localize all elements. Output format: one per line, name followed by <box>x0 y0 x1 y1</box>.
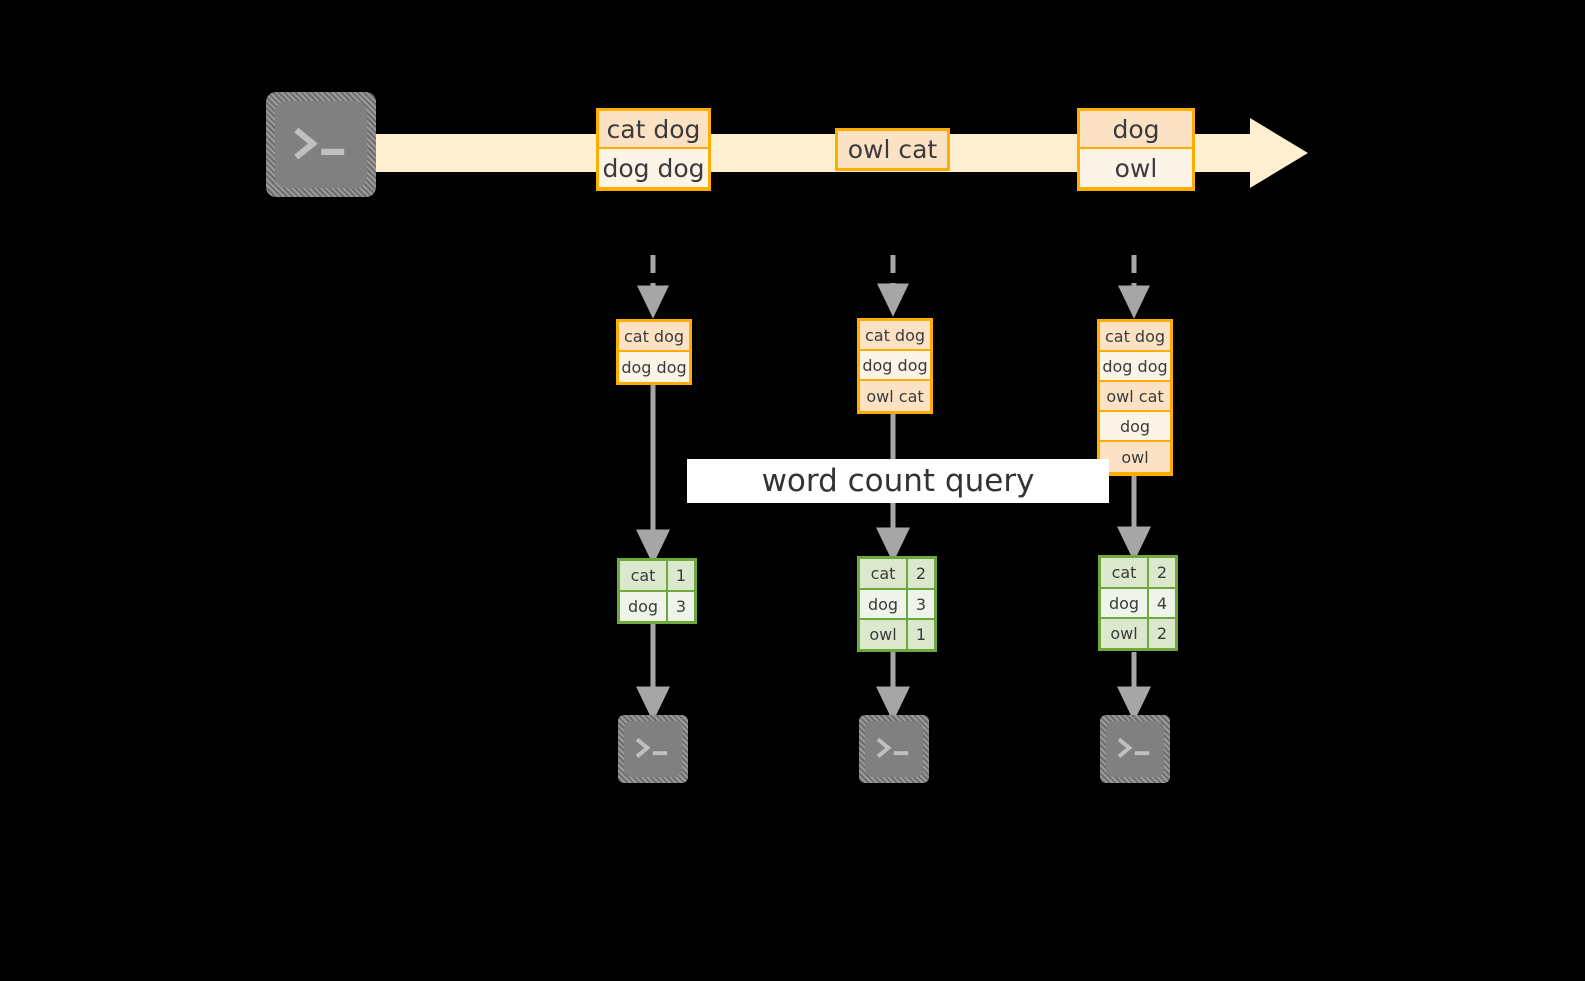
stream-record: owl cat <box>838 131 947 168</box>
table-row: cat 1 <box>620 561 694 592</box>
query-arrowhead-2 <box>876 527 910 563</box>
accumulated-record: owl cat <box>860 381 930 411</box>
table-row: owl 2 <box>1101 619 1175 649</box>
accumulated-stack-2: cat dog dog dog owl cat <box>857 318 933 414</box>
sink-arrowhead-2 <box>876 686 910 722</box>
table-row: cat 2 <box>860 559 934 590</box>
word-count-table-1: cat 1 dog 3 <box>617 558 697 624</box>
query-arrowhead-3 <box>1117 526 1151 562</box>
count-cell: 2 <box>1149 558 1175 587</box>
accumulated-record: dog <box>1100 412 1170 442</box>
word-cell: owl <box>1101 619 1149 649</box>
stream-record: dog dog <box>599 149 708 187</box>
terminal-prompt-icon <box>294 127 344 160</box>
count-cell: 3 <box>668 592 694 621</box>
accumulated-stack-1: cat dog dog dog <box>616 319 692 385</box>
word-cell: owl <box>860 620 908 650</box>
stream-record: dog <box>1080 111 1192 149</box>
accumulated-record: dog dog <box>619 352 689 382</box>
query-label: word count query <box>687 459 1109 503</box>
table-row: dog 4 <box>1101 588 1175 620</box>
query-arrowhead-1 <box>636 529 670 565</box>
word-cell: dog <box>620 592 668 621</box>
query-label-text: word count query <box>761 463 1035 499</box>
source-terminal-icon <box>266 92 376 197</box>
terminal-prompt-icon <box>635 738 668 759</box>
accumulated-record: owl cat <box>1100 382 1170 412</box>
accumulated-record: cat dog <box>860 321 930 351</box>
dashed-down-arrowhead-2 <box>877 283 909 317</box>
word-cell: cat <box>860 559 908 588</box>
word-cell: dog <box>1101 588 1149 618</box>
sink-terminal-icon-1 <box>618 715 688 783</box>
word-cell: cat <box>620 561 668 590</box>
sink-arrowhead-1 <box>636 686 670 722</box>
terminal-prompt-icon <box>876 738 909 759</box>
stream-group-1: cat dog dog dog <box>596 108 711 191</box>
terminal-prompt-icon <box>1117 738 1150 759</box>
table-row: dog 3 <box>620 592 694 621</box>
stream-record: owl <box>1080 149 1192 187</box>
accumulated-record: dog dog <box>860 351 930 381</box>
word-cell: cat <box>1101 558 1149 587</box>
table-row: owl 1 <box>860 620 934 650</box>
table-row: cat 2 <box>1101 558 1175 589</box>
word-cell: dog <box>860 589 908 619</box>
table-row: dog 3 <box>860 589 934 621</box>
accumulated-record: dog dog <box>1100 352 1170 382</box>
accumulated-record: owl <box>1100 442 1170 472</box>
count-cell: 2 <box>1149 619 1175 649</box>
sink-arrowhead-3 <box>1117 686 1151 722</box>
word-count-table-2: cat 2 dog 3 owl 1 <box>857 556 937 652</box>
count-cell: 1 <box>908 620 934 650</box>
dashed-down-arrowhead-3 <box>1118 285 1150 319</box>
word-count-table-3: cat 2 dog 4 owl 2 <box>1098 555 1178 651</box>
accumulated-record: cat dog <box>619 322 689 352</box>
dashed-down-arrowhead-1 <box>637 285 669 319</box>
count-cell: 2 <box>908 559 934 588</box>
accumulated-record: cat dog <box>1100 322 1170 352</box>
count-cell: 3 <box>908 589 934 619</box>
stream-group-3: dog owl <box>1077 108 1195 191</box>
stream-group-2: owl cat <box>835 128 950 171</box>
sink-terminal-icon-2 <box>859 715 929 783</box>
accumulated-stack-3: cat dog dog dog owl cat dog owl <box>1097 319 1173 476</box>
sink-terminal-icon-3 <box>1100 715 1170 783</box>
stream-record: cat dog <box>599 111 708 149</box>
count-cell: 1 <box>668 561 694 590</box>
count-cell: 4 <box>1149 588 1175 618</box>
